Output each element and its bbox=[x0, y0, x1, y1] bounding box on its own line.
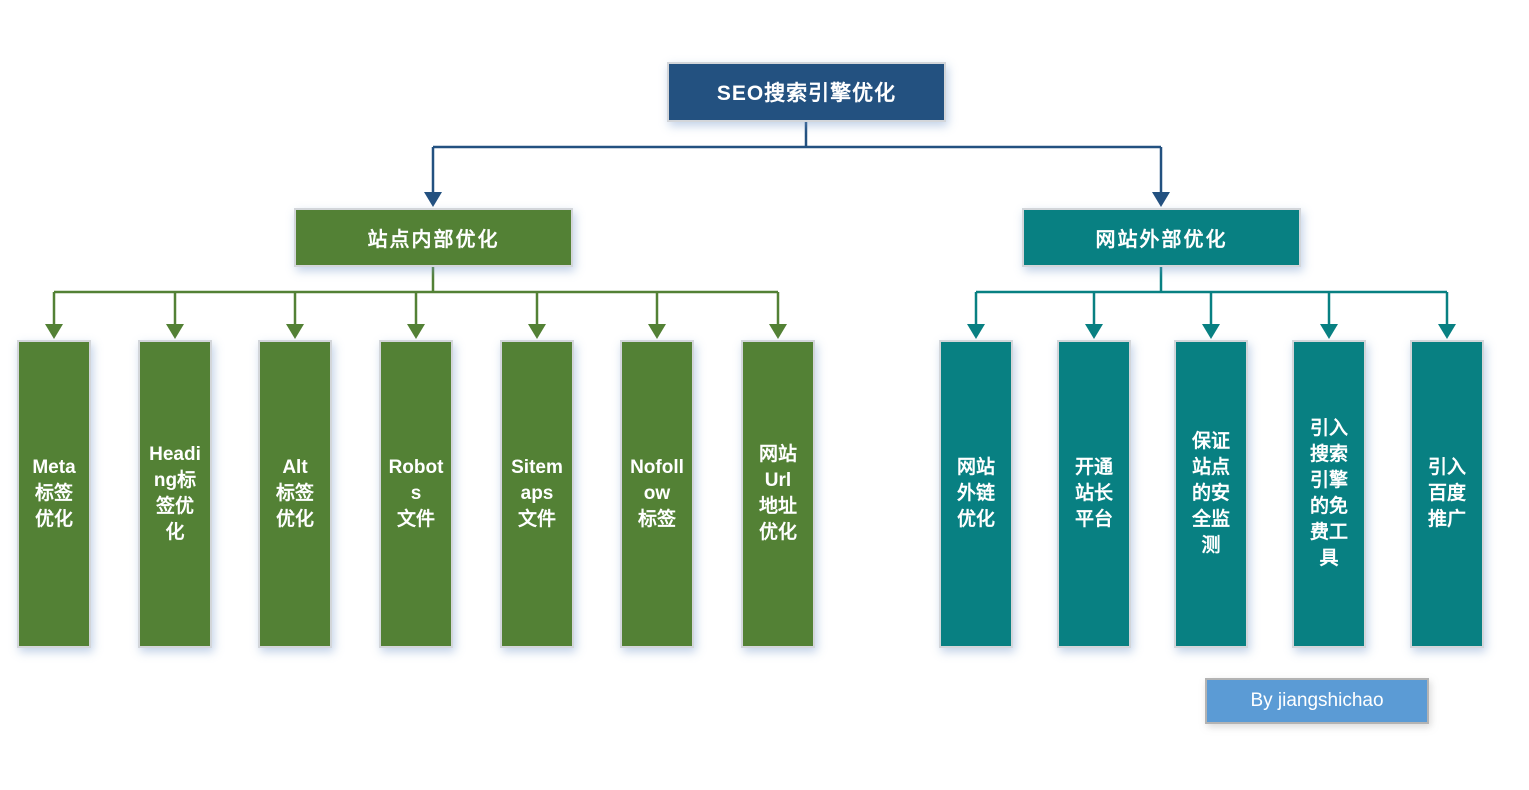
arrow-down-icon bbox=[424, 192, 442, 207]
arrow-down-icon bbox=[1320, 324, 1338, 339]
arrow-down-icon bbox=[967, 324, 985, 339]
arrow-down-icon bbox=[45, 324, 63, 339]
leaf-node-security-monitoring: 保证 站点 的安 全监 测 bbox=[1174, 340, 1248, 648]
leaf-label: Nofoll ow 标签 bbox=[630, 457, 684, 530]
leaf-label: 引入 搜索 引擎 的免 费工 具 bbox=[1309, 418, 1348, 569]
leaf-node-site-url: 网站 Url 地址 优化 bbox=[741, 340, 815, 648]
connector-root-tree bbox=[424, 122, 1170, 207]
leaf-label: 引入 百度 推广 bbox=[1427, 457, 1466, 530]
credit-badge: By jiangshichao bbox=[1205, 678, 1429, 724]
leaf-label: 网站 Url 地址 优化 bbox=[758, 444, 797, 543]
leaf-label: Headi ng标 签优 化 bbox=[149, 444, 201, 543]
root-node-seo: SEO搜索引擎优化 bbox=[667, 62, 946, 122]
leaf-node-heading-tag: Headi ng标 签优 化 bbox=[138, 340, 212, 648]
credit-label: By jiangshichao bbox=[1250, 690, 1384, 711]
branch-internal-label: 站点内部优化 bbox=[367, 229, 500, 251]
branch-external-label: 网站外部优化 bbox=[1095, 229, 1228, 251]
leaf-label: Meta 标签 优化 bbox=[32, 457, 76, 530]
leaf-label: 网站 外链 优化 bbox=[956, 457, 995, 530]
leaf-label: Alt 标签 优化 bbox=[275, 457, 314, 530]
leaf-node-free-tools: 引入 搜索 引擎 的免 费工 具 bbox=[1292, 340, 1366, 648]
leaf-node-robots-file: Robot s 文件 bbox=[379, 340, 453, 648]
leaf-node-nofollow-tag: Nofoll ow 标签 bbox=[620, 340, 694, 648]
leaf-label: 保证 站点 的安 全监 测 bbox=[1191, 431, 1230, 556]
leaf-node-meta-tag: Meta 标签 优化 bbox=[17, 340, 91, 648]
arrow-down-icon bbox=[528, 324, 546, 339]
arrow-down-icon bbox=[648, 324, 666, 339]
leaf-node-baidu-promotion: 引入 百度 推广 bbox=[1410, 340, 1484, 648]
arrow-down-icon bbox=[286, 324, 304, 339]
arrow-down-icon bbox=[769, 324, 787, 339]
branch-node-external: 网站外部优化 bbox=[1022, 208, 1301, 267]
arrow-down-icon bbox=[407, 324, 425, 339]
arrow-down-icon bbox=[166, 324, 184, 339]
arrow-down-icon bbox=[1438, 324, 1456, 339]
leaf-node-external-links: 网站 外链 优化 bbox=[939, 340, 1013, 648]
arrow-down-icon bbox=[1085, 324, 1103, 339]
leaf-label: Robot s 文件 bbox=[388, 457, 444, 530]
leaf-label: Sitem aps 文件 bbox=[511, 457, 563, 530]
leaf-node-alt-tag: Alt 标签 优化 bbox=[258, 340, 332, 648]
root-node-label: SEO搜索引擎优化 bbox=[716, 82, 897, 105]
leaf-node-sitemaps-file: Sitem aps 文件 bbox=[500, 340, 574, 648]
leaf-label: 开通 站长 平台 bbox=[1074, 457, 1113, 530]
connector-internal-tree bbox=[45, 267, 787, 339]
branch-node-internal: 站点内部优化 bbox=[294, 208, 573, 267]
connector-external-tree bbox=[967, 267, 1456, 339]
leaf-node-webmaster-platform: 开通 站长 平台 bbox=[1057, 340, 1131, 648]
arrow-down-icon bbox=[1202, 324, 1220, 339]
arrow-down-icon bbox=[1152, 192, 1170, 207]
